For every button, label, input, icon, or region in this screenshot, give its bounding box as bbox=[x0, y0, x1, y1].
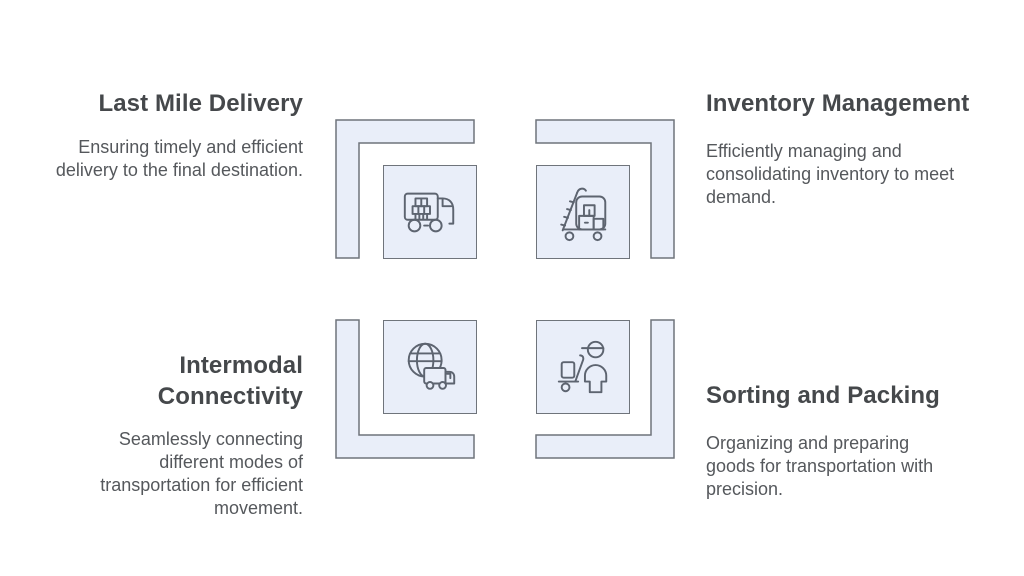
icon-tile-sorting-and-packing bbox=[536, 320, 630, 414]
quadrant-title-last-mile-delivery: Last Mile Delivery bbox=[98, 90, 303, 117]
icon-tile-inventory-management bbox=[536, 165, 630, 259]
quadrant-intermodal-connectivity: Intermodal Connectivity Seamlessly conne… bbox=[13, 350, 303, 520]
worker-with-cart-icon bbox=[557, 340, 608, 394]
quadrant-title-inventory-management: Inventory Management bbox=[706, 90, 970, 117]
globe-truck-icon bbox=[407, 342, 456, 390]
quadrant-title-sorting-and-packing: Sorting and Packing bbox=[706, 382, 940, 409]
quadrant-sorting-and-packing: Sorting and Packing Organizing and prepa… bbox=[706, 381, 996, 501]
hand-truck-boxes-icon bbox=[560, 187, 607, 242]
icon-tile-intermodal-connectivity bbox=[383, 320, 477, 414]
quadrant-description-last-mile-delivery: Ensuring timely and efficient delivery t… bbox=[55, 137, 303, 180]
quadrant-description-inventory-management: Efficiently managing and consolidating i… bbox=[706, 141, 955, 207]
icon-tile-last-mile-delivery bbox=[383, 165, 477, 259]
corner-bracket-top-right bbox=[535, 119, 675, 259]
quadrant-description-sorting-and-packing: Organizing and preparing goods for trans… bbox=[706, 433, 934, 499]
quadrant-description-intermodal-connectivity: Seamlessly connecting different modes of… bbox=[100, 429, 303, 518]
quadrant-inventory-management: Inventory Management Efficiently managin… bbox=[706, 89, 996, 209]
quadrant-title-intermodal-connectivity: Intermodal Connectivity bbox=[157, 352, 303, 410]
delivery-truck-icon bbox=[403, 192, 455, 233]
corner-bracket-bottom-right bbox=[535, 319, 675, 459]
corner-bracket-top-left bbox=[335, 119, 475, 259]
quadrant-last-mile-delivery: Last Mile Delivery Ensuring timely and e… bbox=[13, 89, 303, 182]
corner-bracket-bottom-left bbox=[335, 319, 475, 459]
